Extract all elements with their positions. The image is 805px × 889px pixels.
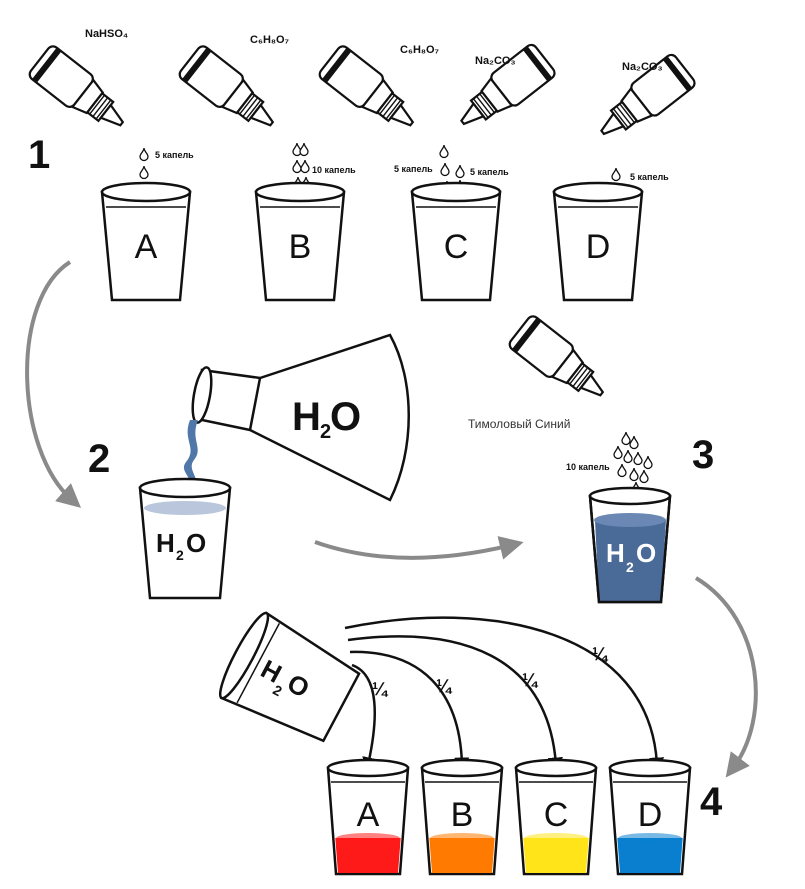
cup-b-label: B: [289, 228, 312, 266]
flask-label-h: H: [292, 395, 321, 439]
step-1-number: 1: [28, 133, 50, 177]
cup-c: C: [410, 181, 502, 302]
pour-arrow-b: [349, 650, 470, 773]
cup-c-label: C: [444, 228, 469, 266]
dropper-bottle-indicator: [506, 312, 615, 411]
result-cups: A B C D: [326, 758, 692, 876]
dropper-bottle-citric-c: [316, 42, 425, 141]
cup-a: A: [100, 181, 192, 302]
result-cup-label: A: [357, 796, 380, 834]
result-cup-surface: [618, 833, 682, 843]
label-soda-d: Na₂CO₃: [622, 61, 663, 73]
result-cup-liquid: [335, 838, 401, 873]
result-cup-surface: [524, 833, 588, 843]
cup-indicator: H 2 O: [588, 486, 672, 604]
drops-label-b: 10 капель: [312, 165, 356, 175]
cup-water-label-2: 2: [176, 547, 184, 563]
pouring-cup: H 2 O: [218, 611, 361, 743]
pour-arrow-a: [351, 663, 377, 773]
drops-label-indicator: 10 капель: [566, 462, 610, 472]
arrow-step3-to-step4: [694, 576, 758, 778]
result-cup-a: A: [326, 758, 410, 876]
dropper-bottle-nahso4: [26, 42, 135, 141]
indicator-name: Тимоловый Синий: [468, 417, 570, 431]
arrow-step2-to-step3: [314, 536, 524, 560]
pour-arrow-d: [344, 616, 665, 773]
label-citric-c: C₆H₈O₇: [400, 44, 439, 56]
result-cup-surface: [430, 833, 494, 843]
cup-b: B: [254, 181, 346, 302]
cup-indicator-label-o: O: [636, 538, 656, 568]
erlenmeyer-flask: H 2 O: [191, 333, 410, 502]
dropper-bottle-citric-b: [176, 42, 285, 141]
result-cup-liquid: [617, 838, 683, 873]
cup-indicator-label-2: 2: [626, 559, 634, 575]
cup-water-label-h: H: [156, 528, 175, 558]
step-4-number: 4: [700, 780, 723, 824]
water-stream: [183, 420, 198, 490]
result-cup-d: D: [608, 758, 692, 876]
step-2-number: 2: [88, 437, 110, 481]
cup-d: D: [552, 181, 644, 302]
result-cup-label: B: [451, 796, 474, 834]
label-nahso4: NaHSO₄: [85, 28, 128, 40]
cup-water: H 2 O: [138, 477, 232, 600]
arrow-step1-to-step2: [25, 260, 82, 508]
result-cup-surface: [336, 833, 400, 843]
result-cup-rim: [608, 758, 692, 778]
drops-label-d: 5 капель: [630, 172, 669, 182]
cup-a-label: A: [135, 228, 158, 266]
drops-label-c2: 5 капель: [470, 167, 509, 177]
result-cup-c: C: [514, 758, 598, 876]
step-3-number: 3: [692, 433, 714, 477]
label-citric-b: C₆H₈O₇: [250, 34, 289, 46]
result-cup-liquid: [523, 838, 589, 873]
cup-water-label-o: O: [186, 528, 206, 558]
drops-label-c1: 5 капель: [394, 164, 433, 174]
cup-d-label: D: [586, 228, 611, 266]
pour-arrow-c: [347, 635, 563, 773]
fraction-c: ¼: [522, 670, 539, 690]
drops-label-a: 5 капель: [155, 150, 194, 160]
result-cup-label: D: [638, 796, 663, 834]
result-cup-label: C: [544, 796, 569, 834]
result-cup-rim: [514, 758, 598, 778]
drops-indicator: [613, 431, 653, 496]
result-cup-rim: [420, 758, 504, 778]
fraction-d: ¼: [592, 644, 609, 664]
result-cup-rim: [326, 758, 410, 778]
result-cup-b: B: [420, 758, 504, 876]
fraction-a: ¼: [372, 679, 389, 699]
cup-indicator-label-h: H: [606, 538, 625, 568]
fraction-b: ¼: [436, 676, 453, 696]
flask-label-2: 2: [320, 421, 331, 443]
label-soda-c: Na₂CO₃: [475, 55, 516, 67]
water-surface: [144, 501, 226, 515]
result-cup-liquid: [429, 838, 495, 873]
flask-label-o: O: [330, 395, 361, 439]
